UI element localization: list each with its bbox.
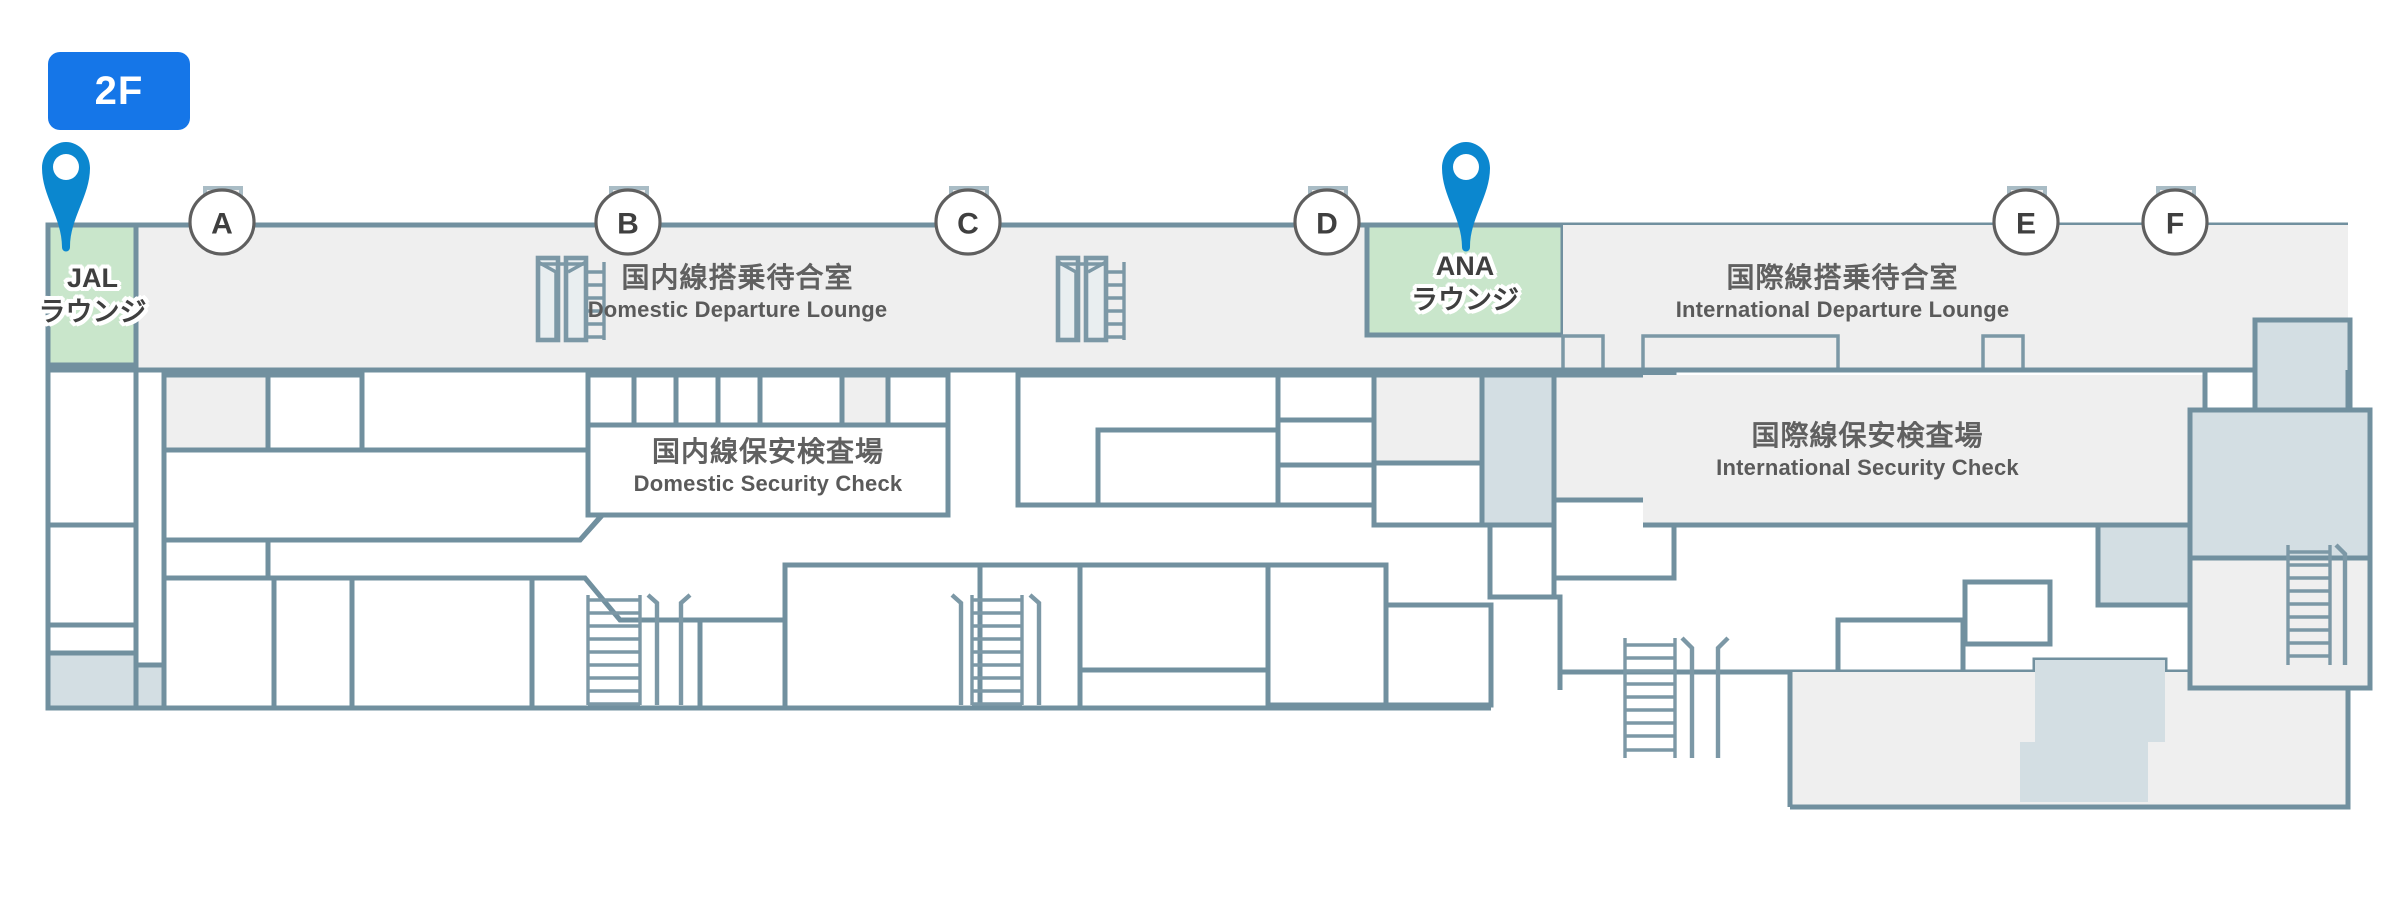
floor-badge-2f[interactable]: 2F bbox=[48, 52, 190, 130]
gate-marker-a[interactable]: A bbox=[188, 188, 256, 256]
gate-label-e: E bbox=[2016, 208, 2036, 241]
gate-label-a: A bbox=[211, 208, 233, 241]
jal-lounge-area[interactable] bbox=[45, 222, 139, 368]
escalator-icon-1 bbox=[535, 255, 606, 343]
lower-floor-structure bbox=[45, 225, 2373, 810]
gate-marker-b[interactable]: B bbox=[594, 188, 662, 256]
map-pin-icon-ana[interactable] bbox=[1442, 142, 1490, 252]
gate-label-f: F bbox=[2166, 208, 2184, 241]
gate-label-b: B bbox=[617, 208, 639, 241]
stairs-icon-1 bbox=[586, 593, 692, 706]
stairs-icon-3 bbox=[1623, 636, 1730, 758]
gate-label-c: C bbox=[957, 208, 979, 241]
gate-marker-d[interactable]: D bbox=[1293, 188, 1361, 256]
gate-marker-c[interactable]: C bbox=[934, 188, 1002, 256]
domestic-security-check-room[interactable] bbox=[585, 372, 951, 518]
jetway-stubs bbox=[203, 186, 2196, 230]
stairs-icon-4 bbox=[2286, 543, 2348, 665]
international-security-check-room[interactable] bbox=[1643, 375, 2205, 525]
floor-badge-label: 2F bbox=[94, 68, 144, 113]
stairs-icon-2 bbox=[950, 593, 1042, 706]
escalator-icon-2 bbox=[1055, 255, 1126, 343]
map-pin-icon-jal[interactable] bbox=[42, 142, 90, 252]
mid-right-rooms bbox=[1561, 225, 2348, 372]
gate-marker-e[interactable]: E bbox=[1992, 188, 2060, 256]
gate-label-d: D bbox=[1316, 208, 1338, 241]
gate-marker-f[interactable]: F bbox=[2141, 188, 2209, 256]
